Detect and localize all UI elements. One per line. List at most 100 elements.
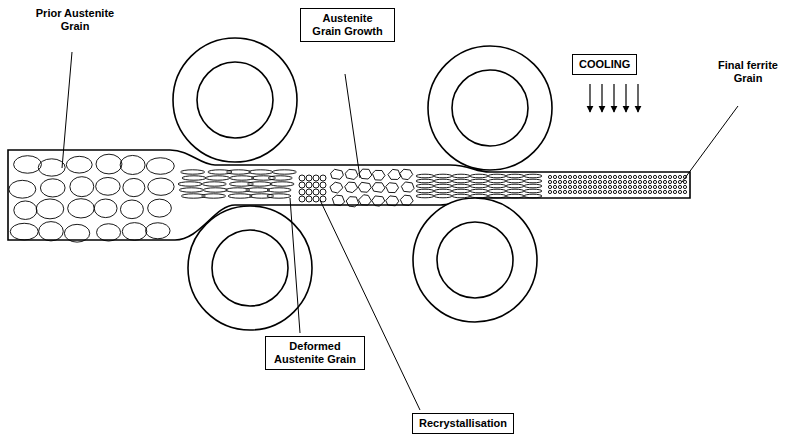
ferrite-grain xyxy=(648,185,651,188)
grown-grain xyxy=(358,195,371,205)
ferrite-grain xyxy=(633,175,636,178)
grown-grain xyxy=(330,182,343,193)
ferrite-grain xyxy=(643,180,646,183)
austenite-grain xyxy=(64,224,89,242)
deformed-grain xyxy=(452,184,470,188)
deformed-grain xyxy=(230,176,254,180)
cooling-arrows xyxy=(590,84,638,112)
deformed-grain xyxy=(206,176,230,180)
recrystallised-grain xyxy=(299,175,305,181)
ferrite-grain xyxy=(658,180,661,183)
deformed-grain xyxy=(506,179,524,183)
ferrite-grain xyxy=(663,180,666,183)
ferrite-grain xyxy=(668,180,671,183)
rolls xyxy=(173,38,552,330)
austenite-grain xyxy=(40,179,65,197)
box-label: Austenite Grain Growth xyxy=(307,12,388,38)
ferrite-grain xyxy=(558,190,561,193)
box-label: Recrystallisation xyxy=(419,417,507,430)
austenite-grain xyxy=(36,199,64,219)
ferrite-grain xyxy=(618,175,621,178)
ferrite-grain xyxy=(583,175,586,178)
grown-grain xyxy=(386,196,399,206)
ferrite-grain xyxy=(663,185,666,188)
deformed-grain xyxy=(506,184,524,188)
ferrite-grain xyxy=(548,180,551,183)
roll-core xyxy=(437,222,513,298)
recrystallised-grain xyxy=(306,175,312,181)
ferrite-grain xyxy=(608,190,611,193)
austenite-grain xyxy=(9,180,36,198)
ferrite-grain xyxy=(633,185,636,188)
austenite-grain xyxy=(120,200,143,219)
ferrite-grain xyxy=(678,175,681,178)
ferrite-grain xyxy=(628,180,631,183)
deformed-grain xyxy=(488,184,506,188)
ferrite-grain xyxy=(568,190,571,193)
austenite-grain xyxy=(70,177,94,197)
grown-grain xyxy=(331,169,344,179)
recrystallised-grain xyxy=(306,196,312,202)
cooling-arrow xyxy=(613,84,614,112)
ferrite-grain xyxy=(598,175,601,178)
ferrite-grain xyxy=(628,175,631,178)
cooling-arrow xyxy=(589,84,590,112)
cooling-arrow xyxy=(637,84,638,112)
austenite-grain xyxy=(94,199,117,218)
deformed-grain xyxy=(452,194,470,198)
ferrite-grain xyxy=(648,190,651,193)
ferrite-grain xyxy=(673,180,676,183)
deformed-grain xyxy=(452,179,470,183)
recrystallised-grain xyxy=(299,196,305,202)
cooling-arrow xyxy=(601,84,602,112)
deformed-grain xyxy=(227,170,251,174)
austenite-grain xyxy=(122,223,147,241)
ferrite-grain xyxy=(663,190,666,193)
ferrite-grain xyxy=(583,190,586,193)
austenite-grain xyxy=(148,178,174,195)
ferrite-grain xyxy=(578,180,581,183)
deformed-grain xyxy=(272,170,296,174)
ferrite-grain xyxy=(628,185,631,188)
deformed-grain xyxy=(267,188,291,192)
ferrite-grain xyxy=(668,185,671,188)
ferrite-grain xyxy=(548,190,551,193)
deformed-grain xyxy=(267,194,291,198)
deformed-grain xyxy=(488,174,506,178)
deformed-grain xyxy=(248,182,272,186)
ferrite-grain xyxy=(608,180,611,183)
ferrite-grain xyxy=(653,180,656,183)
ferrite-grain xyxy=(623,180,626,183)
recrystallised-grain xyxy=(313,196,319,202)
austenite-grain xyxy=(146,158,174,175)
ferrite-grain xyxy=(603,190,606,193)
deformed-grain xyxy=(452,174,470,178)
grown-grain xyxy=(346,197,359,207)
deformed-grain xyxy=(524,184,542,188)
ferrite-grain xyxy=(583,180,586,183)
recrystallised-grain xyxy=(306,189,312,195)
deformed-grain xyxy=(506,194,524,198)
ferrite-grain xyxy=(638,180,641,183)
austenite-grain xyxy=(146,223,171,239)
deformed-grain xyxy=(179,188,203,192)
ferrite-grain xyxy=(573,180,576,183)
deformed-grain xyxy=(434,184,452,188)
ferrite-grain xyxy=(623,185,626,188)
leader-line xyxy=(682,106,738,182)
ferrite-grain xyxy=(618,185,621,188)
ferrite-grain xyxy=(683,190,686,193)
ferrite-grain xyxy=(668,190,671,193)
grown-grain xyxy=(359,169,372,179)
leader-line xyxy=(290,198,300,333)
ferrite-grain xyxy=(578,190,581,193)
austenite-grain xyxy=(39,222,64,241)
deformed-grain xyxy=(416,184,434,188)
process-box: COOLING xyxy=(572,54,637,75)
roll-core xyxy=(212,230,288,306)
deformed-grain xyxy=(181,170,205,174)
ferrite-grain xyxy=(553,185,556,188)
deformed-grain xyxy=(524,179,542,183)
